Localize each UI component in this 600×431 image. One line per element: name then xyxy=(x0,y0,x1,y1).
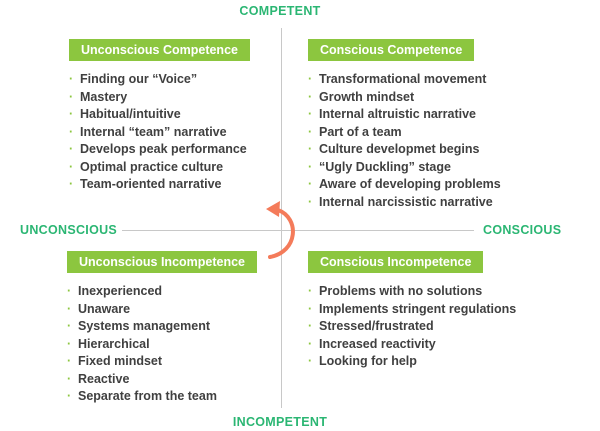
list-item: Stressed/frustrated xyxy=(308,318,516,336)
quadrant-unconscious-competence: Unconscious Competence Finding our “Voic… xyxy=(69,39,250,194)
list-item: Finding our “Voice” xyxy=(69,71,250,89)
list-item: Team-oriented narrative xyxy=(69,176,250,194)
list-item: Unaware xyxy=(67,301,257,319)
quadrant-title: Conscious Competence xyxy=(308,39,475,61)
quadrant-title: Conscious Incompetence xyxy=(308,251,484,273)
list-item: Develops peak performance xyxy=(69,141,250,159)
quadrant-conscious-competence: Conscious Competence Transformational mo… xyxy=(308,39,501,211)
list-item: Inexperienced xyxy=(67,283,257,301)
axis-label-conscious: CONSCIOUS xyxy=(483,223,562,237)
list-item: Aware of developing problems xyxy=(308,176,501,194)
list-item: Transformational movement xyxy=(308,71,501,89)
list-item: Growth mindset xyxy=(308,89,501,107)
axis-label-unconscious: UNCONSCIOUS xyxy=(20,223,118,237)
list-item: Mastery xyxy=(69,89,250,107)
quadrant-list: Transformational movementGrowth mindsetI… xyxy=(308,71,501,211)
list-item: Systems management xyxy=(67,318,257,336)
quadrant-list: InexperiencedUnawareSystems managementHi… xyxy=(67,283,257,406)
quadrant-unconscious-incompetence: Unconscious Incompetence InexperiencedUn… xyxy=(67,251,258,406)
list-item: Part of a team xyxy=(308,124,501,142)
list-item: Fixed mindset xyxy=(67,353,257,371)
list-item: “Ugly Duckling” stage xyxy=(308,159,501,177)
list-item: Increased reactivity xyxy=(308,336,516,354)
quadrant-conscious-incompetence: Conscious Incompetence Problems with no … xyxy=(308,251,516,371)
list-item: Habitual/intuitive xyxy=(69,106,250,124)
quadrant-title: Unconscious Competence xyxy=(69,39,250,61)
list-item: Reactive xyxy=(67,371,257,389)
axis-label-incompetent: INCOMPETENT xyxy=(232,415,328,429)
list-item: Problems with no solutions xyxy=(308,283,516,301)
quadrant-list: Problems with no solutionsImplements str… xyxy=(308,283,516,371)
list-item: Culture developmet begins xyxy=(308,141,501,159)
curved-arrow-icon xyxy=(266,201,295,259)
list-item: Separate from the team xyxy=(67,388,257,406)
list-item: Internal “team” narrative xyxy=(69,124,250,142)
axis-label-competent: COMPETENT xyxy=(239,4,321,18)
quadrant-list: Finding our “Voice”MasteryHabitual/intui… xyxy=(69,71,250,194)
list-item: Looking for help xyxy=(308,353,516,371)
quadrant-title: Unconscious Incompetence xyxy=(67,251,258,273)
vertical-axis-line xyxy=(281,28,282,408)
list-item: Implements stringent regulations xyxy=(308,301,516,319)
list-item: Internal narcissistic narrative xyxy=(308,194,501,212)
horizontal-axis-line xyxy=(122,230,474,231)
list-item: Hierarchical xyxy=(67,336,257,354)
list-item: Optimal practice culture xyxy=(69,159,250,177)
list-item: Internal altruistic narrative xyxy=(308,106,501,124)
